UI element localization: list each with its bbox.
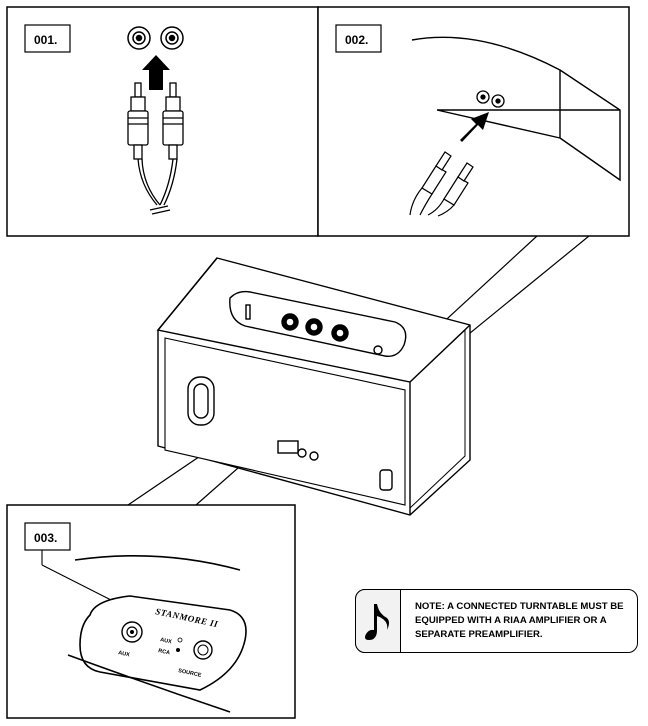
speaker-top-edge bbox=[74, 554, 241, 571]
turntable-outline bbox=[411, 36, 621, 182]
panel-001: 001. bbox=[6, 6, 319, 237]
cable bbox=[137, 158, 178, 215]
step-003-label: 003. bbox=[34, 531, 57, 545]
step-002-label: 002. bbox=[345, 33, 368, 47]
step-001-box bbox=[24, 24, 71, 53]
music-note-icon bbox=[354, 588, 401, 653]
source-button[interactable] bbox=[193, 640, 213, 660]
source-rca-label: RCA bbox=[158, 648, 171, 656]
rca-indicator-icon bbox=[176, 648, 180, 652]
turntable-plugs bbox=[409, 151, 474, 217]
control-panel-outline bbox=[79, 595, 247, 691]
panel-002: 002. bbox=[317, 6, 630, 237]
source-aux-label: AUX bbox=[160, 637, 173, 645]
panel-003: 003. STANMORE II AUX AUX RCA SOURCE bbox=[6, 504, 296, 719]
rca-sockets bbox=[127, 26, 184, 50]
speaker-illustration bbox=[156, 257, 471, 516]
source-button-label: SOURCE bbox=[178, 668, 203, 679]
aux-jack[interactable] bbox=[121, 621, 143, 643]
turntable-sockets bbox=[476, 90, 505, 108]
arrow-up-icon bbox=[142, 55, 170, 90]
step-003-box bbox=[24, 522, 71, 551]
step-001-label: 001. bbox=[34, 33, 57, 47]
aux-indicator-icon bbox=[177, 637, 183, 643]
aux-port-label: AUX bbox=[118, 650, 131, 658]
arrow-diagonal-icon bbox=[460, 112, 489, 142]
note-box: NOTE: A CONNECTED TURNTABLE MUST BE EQUI… bbox=[354, 588, 638, 653]
note-text: NOTE: A CONNECTED TURNTABLE MUST BE EQUI… bbox=[415, 601, 624, 640]
step-002-box bbox=[335, 24, 382, 53]
rca-plugs bbox=[127, 82, 184, 160]
